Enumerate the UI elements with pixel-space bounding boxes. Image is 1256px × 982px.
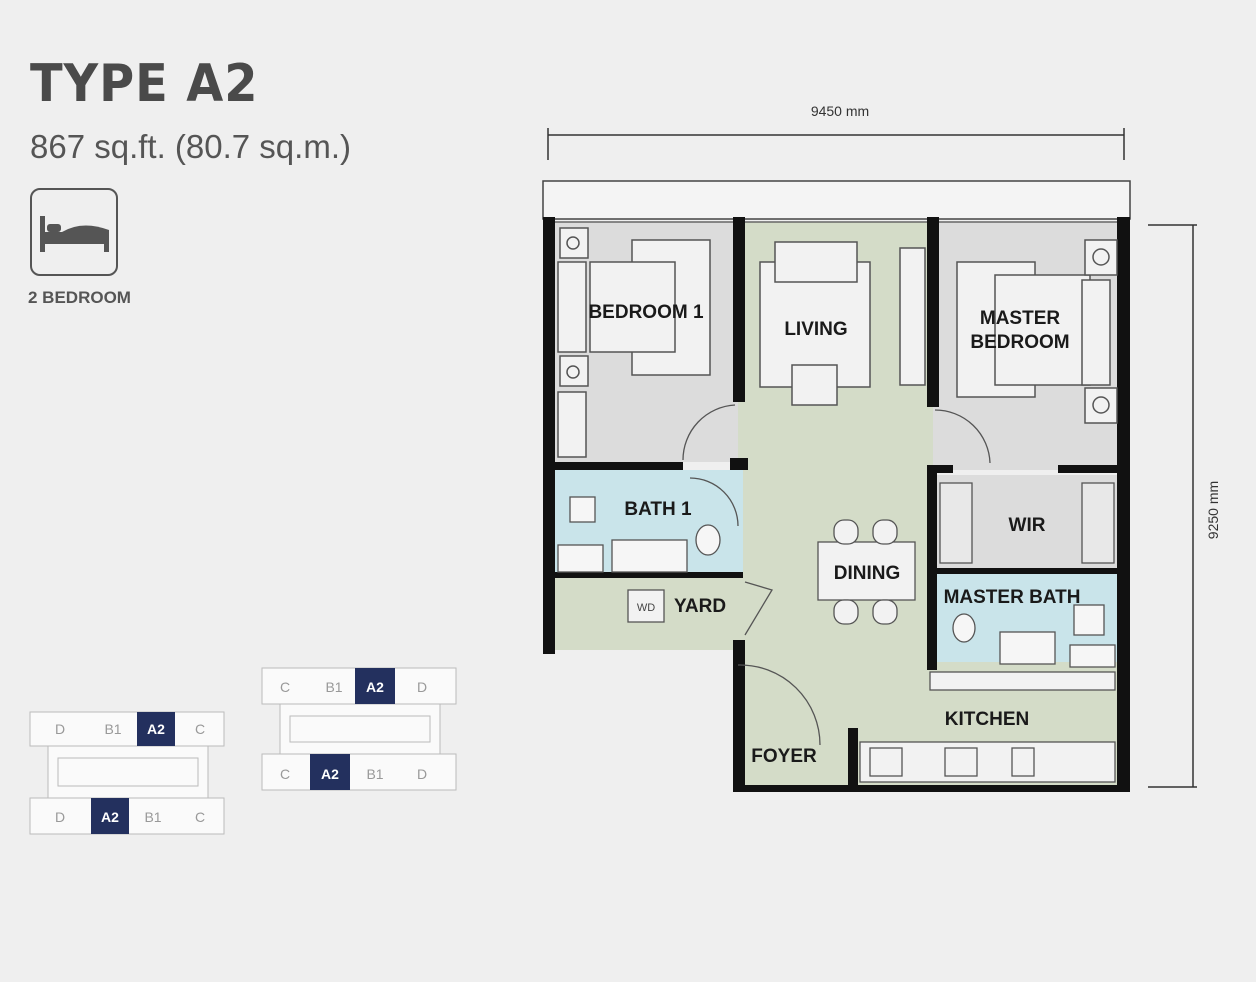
- living-sofa: [759, 241, 926, 406]
- key-plan-unit-highlighted: A2: [101, 809, 119, 825]
- appliance-label-wd: WD: [637, 602, 655, 614]
- kitchen-counter: [627, 589, 1116, 783]
- key-plan-unit: B1: [104, 721, 121, 737]
- master-bedroom-bed: [956, 239, 1118, 424]
- master-bath-fixtures: [952, 604, 1116, 668]
- key-plan-unit: C: [280, 679, 290, 695]
- key-plan-unit: C: [280, 766, 290, 782]
- width-dimension: [547, 128, 1125, 160]
- walls: [543, 217, 1130, 792]
- key-plan-right-bottom-row: C A2 B1 D: [280, 766, 427, 782]
- key-plan-unit: D: [417, 766, 427, 782]
- key-plan-right-top-row: C B1 A2 D: [280, 679, 427, 695]
- height-dimension: [1148, 224, 1197, 788]
- height-dimension-label: 9250 mm: [1205, 481, 1221, 539]
- key-plan-unit-highlighted: A2: [321, 766, 339, 782]
- key-plan-unit: B1: [144, 809, 161, 825]
- key-plan-unit: B1: [366, 766, 383, 782]
- room-label-yard: YARD: [674, 596, 726, 617]
- key-plan-unit: D: [55, 721, 65, 737]
- room-label-living: LIVING: [784, 319, 847, 340]
- key-plan-unit-highlighted: A2: [147, 721, 165, 737]
- key-plan-unit: C: [195, 721, 205, 737]
- bath-1-fixtures: [557, 496, 721, 573]
- key-plan-unit: C: [195, 809, 205, 825]
- unit-type-title: TYPE A2: [30, 54, 259, 114]
- bedroom-1-bed: [589, 239, 711, 376]
- key-plan-left-bottom-row: D A2 B1 C: [55, 809, 205, 825]
- width-dimension-label: 9450 mm: [811, 103, 869, 119]
- dining-table: [817, 519, 916, 625]
- room-label-bath-1: BATH 1: [624, 499, 692, 520]
- room-label-dining: DINING: [834, 563, 901, 584]
- key-plan-right: C B1 A2 D C A2 B1 D: [261, 667, 457, 791]
- key-plan-unit: D: [55, 809, 65, 825]
- room-label-foyer: FOYER: [751, 746, 817, 767]
- room-label-master-bath: MASTER BATH: [944, 587, 1081, 608]
- room-label-kitchen: KITCHEN: [945, 709, 1029, 730]
- key-plan-unit: D: [417, 679, 427, 695]
- room-label-wir: WIR: [1009, 515, 1046, 536]
- bedroom-count-label: 2 BEDROOM: [28, 288, 131, 307]
- unit-area: 867 sq.ft. (80.7 sq.m.): [30, 128, 351, 165]
- key-plan-unit: B1: [325, 679, 342, 695]
- key-plan-unit-highlighted: A2: [366, 679, 384, 695]
- key-plan-left-top-row: D B1 A2 C: [55, 721, 205, 737]
- bed-icon: [30, 188, 118, 276]
- key-plan-left: D B1 A2 C D A2 B1 C: [29, 711, 225, 835]
- room-label-bedroom-1: BEDROOM 1: [588, 302, 704, 323]
- room-label-master-bedroom-line2: BEDROOM: [970, 332, 1069, 353]
- room-label-master-bedroom-line1: MASTER: [980, 308, 1061, 329]
